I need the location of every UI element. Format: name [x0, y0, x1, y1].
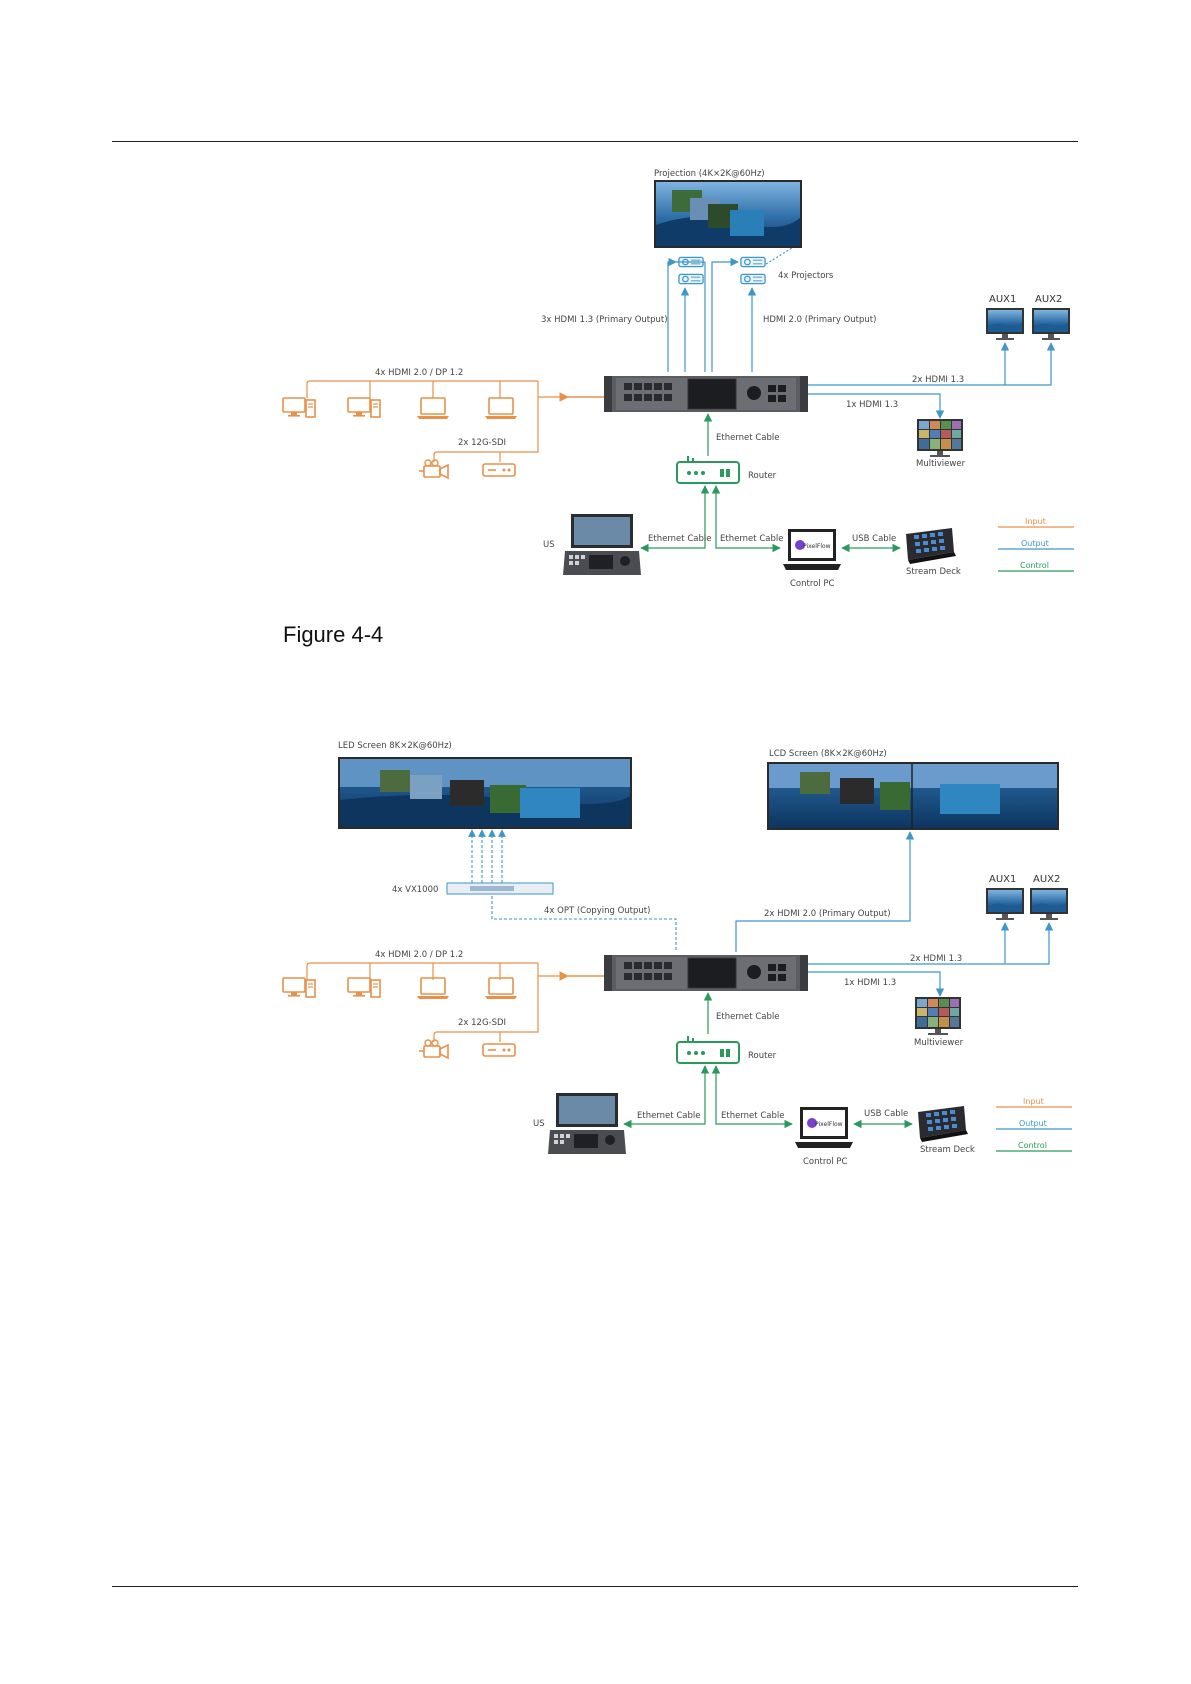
- aux2-monitor-icon: [1030, 888, 1068, 920]
- desktop-icon: [282, 397, 316, 418]
- laptop-icon: [484, 397, 518, 420]
- diagram-1: Projection (4K×2K@60Hz) 4x Projectors 3x…: [282, 169, 1074, 589]
- aux1-monitor-icon: [986, 308, 1024, 340]
- diagram-2: LED Screen 8K×2K@60Hz) LCD Screen (8K×2K…: [282, 741, 1072, 1167]
- ethernet-left-label: Ethernet Cable: [637, 1111, 700, 1121]
- aux2-monitor-icon: [1032, 308, 1070, 340]
- vx-label: 4x VX1000: [392, 885, 438, 895]
- router-icon: [676, 456, 740, 484]
- laptop-icon: [416, 977, 450, 1000]
- control-pc-label: Control PC: [803, 1157, 848, 1167]
- sdi-device-icon: [482, 463, 516, 477]
- aux1-label: AUX1: [989, 294, 1016, 305]
- figure-caption: Figure 4-4: [283, 622, 384, 647]
- ethernet-right-label: Ethernet Cable: [720, 534, 783, 544]
- router-label: Router: [748, 1051, 777, 1061]
- aux-output-label: 2x HDMI 1.3: [912, 375, 964, 385]
- projector-icon: [740, 256, 766, 268]
- legend-output-label: Output: [1021, 539, 1049, 548]
- ethernet-right-label: Ethernet Cable: [721, 1111, 784, 1121]
- video-processor: [604, 376, 808, 412]
- camera-icon: [418, 459, 449, 479]
- hdmi-primary-label: 2x HDMI 2.0 (Primary Output): [764, 909, 891, 919]
- sdi-input-label: 2x 12G-SDI: [458, 438, 506, 448]
- legend-control-label: Control: [1018, 1141, 1047, 1150]
- multiviewer-icon: [917, 419, 963, 457]
- sdi-device-icon: [482, 1043, 516, 1057]
- video-processor: [604, 955, 808, 991]
- control-console-icon: [548, 1093, 626, 1154]
- legend-input-label: Input: [1025, 517, 1046, 526]
- projection-label: Projection (4K×2K@60Hz): [654, 169, 765, 179]
- router-label: Router: [748, 471, 777, 481]
- projector-icon: [678, 273, 704, 285]
- legend: Input Output Control: [996, 1097, 1072, 1152]
- control-pc-label: Control PC: [790, 579, 835, 589]
- usb-label: USB Cable: [852, 534, 896, 544]
- output-left-label: 3x HDMI 1.3 (Primary Output): [541, 315, 668, 325]
- ethernet-left-label: Ethernet Cable: [648, 534, 711, 544]
- header-rule: [112, 141, 1078, 142]
- multiviewer-output-label: 1x HDMI 1.3: [844, 978, 896, 988]
- control-console-icon: [563, 514, 641, 575]
- stream-deck-label: Stream Deck: [920, 1145, 975, 1155]
- camera-icon: [418, 1039, 449, 1059]
- laptop-icon: [416, 397, 450, 420]
- us-label: US: [533, 1119, 545, 1129]
- projector-icon: [740, 273, 766, 285]
- led-screen: [338, 757, 632, 829]
- footer-rule: [112, 1586, 1078, 1587]
- usb-label: USB Cable: [864, 1109, 908, 1119]
- aux1-label: AUX1: [989, 874, 1016, 885]
- hdmi-input-label: 4x HDMI 2.0 / DP 1.2: [375, 368, 463, 378]
- multiviewer-label: Multiviewer: [914, 1038, 964, 1048]
- multiviewer-output-label: 1x HDMI 1.3: [846, 400, 898, 410]
- us-label: US: [543, 540, 555, 550]
- projectors-label: 4x Projectors: [778, 271, 834, 281]
- legend-input-label: Input: [1023, 1097, 1044, 1106]
- legend-control-label: Control: [1020, 561, 1049, 570]
- sdi-input-label: 2x 12G-SDI: [458, 1018, 506, 1028]
- desktop-icon: [282, 977, 316, 998]
- opt-label: 4x OPT (Copying Output): [544, 906, 650, 916]
- desktop-icon: [347, 397, 381, 418]
- multiviewer-icon: [915, 997, 961, 1035]
- aux-output-label: 2x HDMI 1.3: [910, 954, 962, 964]
- lcd-screen: [767, 762, 1059, 830]
- stream-deck-icon: [918, 1106, 968, 1142]
- vx1000-icon: [446, 882, 554, 895]
- output-right-label: HDMI 2.0 (Primary Output): [763, 315, 876, 325]
- lcd-screen-label: LCD Screen (8K×2K@60Hz): [769, 749, 887, 759]
- legend-output-label: Output: [1019, 1119, 1047, 1128]
- aux1-monitor-icon: [986, 888, 1024, 920]
- aux2-label: AUX2: [1033, 874, 1060, 885]
- stream-deck-icon: [906, 528, 956, 564]
- pixelflow-logo-text: PixelFlow: [803, 543, 831, 550]
- ethernet-main-label: Ethernet Cable: [716, 433, 779, 443]
- stream-deck-label: Stream Deck: [906, 567, 961, 577]
- ethernet-main-label: Ethernet Cable: [716, 1012, 779, 1022]
- projection-screen: [654, 180, 802, 248]
- legend: Input Output Control: [998, 517, 1074, 572]
- multiviewer-label: Multiviewer: [916, 459, 966, 469]
- router-icon: [676, 1036, 740, 1064]
- desktop-icon: [347, 977, 381, 998]
- aux2-label: AUX2: [1035, 294, 1062, 305]
- laptop-icon: [484, 977, 518, 1000]
- led-screen-label: LED Screen 8K×2K@60Hz): [338, 741, 452, 751]
- hdmi-input-label: 4x HDMI 2.0 / DP 1.2: [375, 950, 463, 960]
- pixelflow-logo-text: PixelFlow: [815, 1121, 843, 1128]
